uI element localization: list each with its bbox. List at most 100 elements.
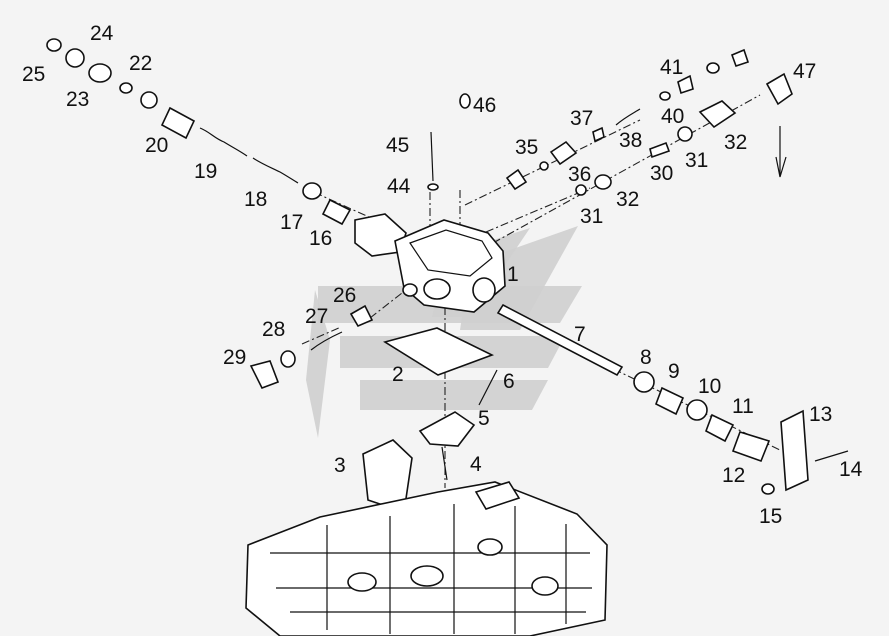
part-8 — [633, 371, 655, 393]
case-hole-4 — [531, 576, 559, 596]
callout-12: 12 — [722, 464, 745, 487]
callout-6: 6 — [503, 370, 515, 393]
callout-13: 13 — [809, 403, 832, 426]
part-15 — [761, 483, 775, 495]
part-3 — [362, 439, 413, 514]
pin-6 — [478, 369, 498, 406]
shaft-7 — [496, 303, 624, 377]
callout-41: 41 — [660, 56, 683, 79]
washer-44 — [427, 183, 439, 191]
callout-10: 10 — [698, 375, 721, 398]
spring-27 — [310, 331, 343, 351]
case-hole-2 — [410, 565, 444, 587]
callout-31-upper: 31 — [685, 149, 708, 172]
callout-29: 29 — [223, 346, 246, 369]
callout-45: 45 — [386, 134, 409, 157]
callout-37: 37 — [570, 107, 593, 130]
callout-20: 20 — [145, 134, 168, 157]
callout-22: 22 — [129, 52, 152, 75]
part-31-upper — [677, 126, 693, 142]
part-10 — [686, 399, 708, 421]
part-46 — [459, 93, 471, 109]
part-washer — [140, 91, 158, 109]
callout-47: 47 — [793, 60, 816, 83]
case-hole-3 — [477, 538, 503, 556]
callout-38: 38 — [619, 129, 642, 152]
callout-18: 18 — [244, 188, 267, 211]
part-16 — [321, 198, 352, 226]
rod-4 — [441, 446, 448, 481]
part-11 — [705, 413, 735, 443]
callout-9: 9 — [668, 360, 680, 383]
part-47-ring — [706, 62, 720, 74]
callout-30: 30 — [650, 162, 673, 185]
housing-small-port — [402, 283, 418, 297]
callout-7: 7 — [574, 323, 586, 346]
top-left-shaft-parts — [46, 38, 352, 226]
part-23 — [65, 48, 85, 68]
callout-23: 23 — [66, 88, 89, 111]
part-12 — [731, 431, 771, 463]
spring-19 — [199, 127, 248, 157]
callout-32-lower: 32 — [616, 188, 639, 211]
housing-port-left — [423, 278, 451, 300]
part-35 — [549, 140, 578, 166]
part-28 — [280, 350, 296, 368]
callout-14: 14 — [839, 458, 863, 481]
part-31-lower — [575, 184, 587, 196]
part-14 — [814, 450, 849, 462]
small-fitting — [505, 168, 528, 191]
callout-46: 46 — [473, 94, 496, 117]
callout-35: 35 — [515, 136, 538, 159]
callout-24: 24 — [90, 22, 114, 45]
part-41 — [677, 74, 694, 95]
housing-cover — [409, 229, 493, 277]
callout-16: 16 — [309, 227, 332, 250]
part-26 — [349, 304, 374, 328]
part-29 — [249, 360, 280, 390]
callout-11: 11 — [732, 395, 754, 418]
part-24 — [88, 63, 112, 83]
case-top-port — [474, 481, 521, 510]
shaft-and-right-parts — [496, 303, 849, 495]
main-housing-group — [354, 213, 506, 313]
part-47-cap — [730, 48, 750, 68]
callout-8: 8 — [640, 346, 652, 369]
callout-1: 1 — [507, 263, 519, 286]
transmission-case — [245, 481, 608, 636]
spring-18 — [252, 157, 299, 184]
part-32-upper — [698, 100, 737, 129]
callout-25: 25 — [22, 63, 45, 86]
callout-15: 15 — [759, 505, 782, 528]
small-ring-35 — [539, 161, 549, 171]
callout-44: 44 — [387, 175, 411, 198]
callout-4: 4 — [470, 453, 482, 476]
part-47-wire — [775, 126, 787, 178]
case-hole-1 — [347, 572, 377, 592]
part-47-body — [765, 72, 793, 106]
part-22 — [119, 82, 133, 94]
upper-right-parts — [427, 48, 793, 196]
callout-3: 3 — [334, 454, 346, 477]
callout-40: 40 — [661, 105, 684, 128]
callout-36: 36 — [568, 163, 591, 186]
callout-2: 2 — [392, 363, 404, 386]
part-37 — [592, 126, 605, 143]
callout-26: 26 — [333, 284, 356, 307]
callout-labels: 1 2 3 4 5 6 7 8 9 10 11 12 13 14 15 16 1… — [22, 22, 863, 528]
callout-5: 5 — [478, 407, 490, 430]
callout-32-upper: 32 — [724, 131, 747, 154]
callout-27: 27 — [305, 305, 328, 328]
part-40-ring — [659, 91, 671, 101]
part-30 — [649, 141, 671, 159]
part-20 — [160, 106, 196, 140]
case-vertical-ribs — [326, 504, 567, 634]
part-9 — [654, 386, 685, 416]
part-17 — [302, 182, 322, 200]
housing-port-right — [472, 277, 496, 303]
gearbox-case — [245, 481, 608, 636]
part-5 — [418, 411, 476, 447]
callout-31-lower: 31 — [580, 205, 603, 228]
